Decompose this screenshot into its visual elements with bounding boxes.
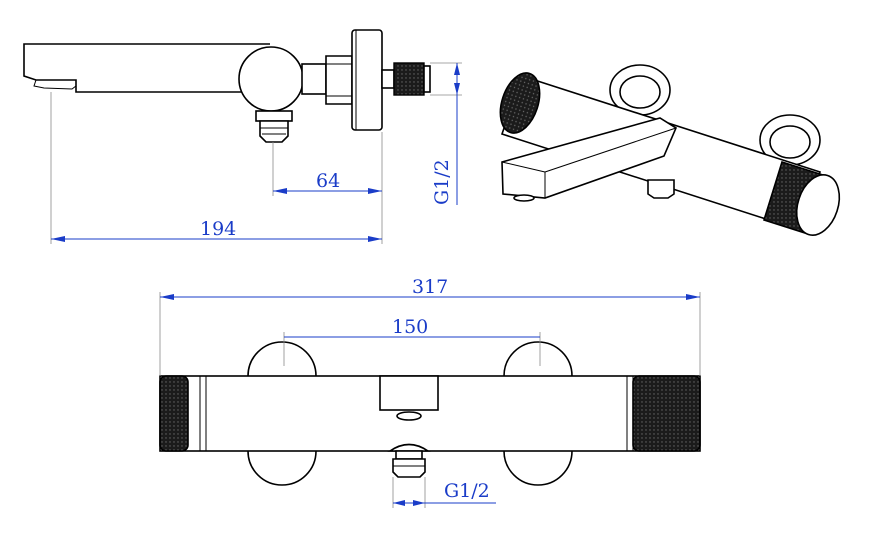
dim-label-317: 317 [412, 276, 448, 298]
dim-label-194: 194 [200, 218, 236, 240]
front-aerator [396, 411, 422, 421]
dim-label-outlet-thread: G1/2 [444, 480, 490, 502]
inlet-thread [393, 62, 425, 96]
front-flange-left-bottom [247, 450, 317, 486]
front-outlet-collar [395, 450, 423, 460]
dim-label-150: 150 [392, 316, 428, 338]
front-outlet-nut [392, 458, 426, 478]
connector-nut [325, 55, 353, 105]
front-outlet-cap [387, 443, 431, 452]
iso-knurl-left [499, 72, 541, 134]
inlet-end [423, 65, 431, 93]
body-cylinder [238, 46, 304, 112]
front-flange-right-top [503, 341, 573, 377]
front-view: 317 150 G1/2 [159, 276, 701, 508]
side-view: 64 194 G1/2 [23, 29, 462, 244]
inlet-hex [381, 69, 395, 89]
spout-body [23, 43, 270, 93]
dim-label-side-thread: G1/2 [431, 159, 453, 205]
front-flange-right-bottom [503, 450, 573, 486]
spout-aerator [33, 79, 77, 90]
dim-label-64: 64 [316, 170, 340, 192]
outlet-nut [259, 120, 289, 143]
iso-view [499, 64, 841, 236]
front-spout [379, 375, 439, 411]
outlet-collar [255, 110, 293, 122]
front-knurl-left [159, 375, 189, 452]
iso-outlet [647, 179, 675, 199]
connector-neck [301, 63, 327, 95]
front-flange-left-top [247, 341, 317, 377]
front-knurl-right [632, 375, 701, 452]
iso-handle-cap [795, 174, 841, 236]
